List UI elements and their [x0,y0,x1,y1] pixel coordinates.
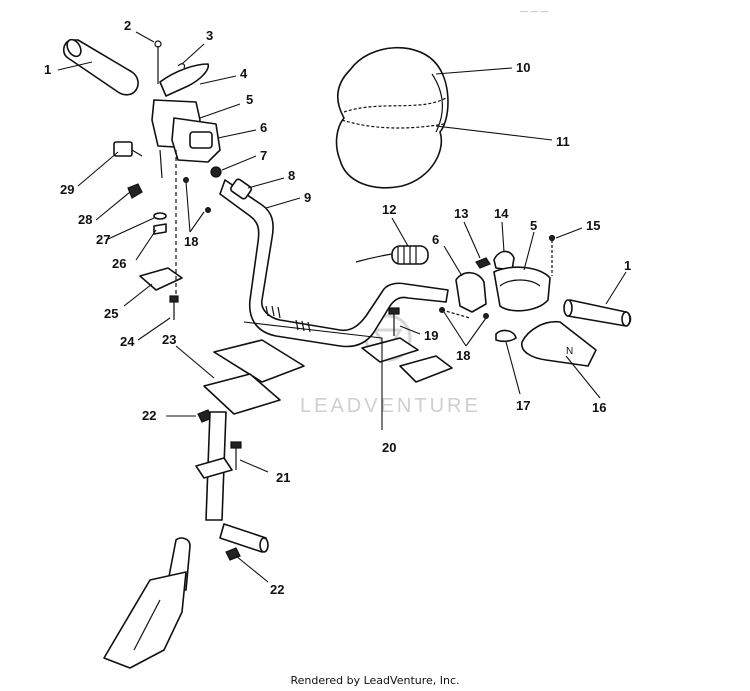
callout-1-left: 1 [44,62,51,77]
callout-2: 2 [124,18,131,33]
callout-18-left: 18 [184,234,198,249]
callout-29: 29 [60,182,74,197]
part-6-bracket-right [455,271,487,313]
right-grip [563,299,632,327]
left-grip [62,38,139,96]
part-17-clip [495,329,517,343]
part-19-screw [388,307,400,336]
callout-16: 16 [592,400,606,415]
callout-25: 25 [104,306,118,321]
corner-mark: — — — [520,7,548,16]
callout-5-right: 5 [530,218,537,233]
handlebar-pad [335,46,449,189]
callout-15: 15 [586,218,600,233]
svg-text:N: N [566,346,573,357]
callout-3: 3 [206,28,213,43]
part-5-housing-right [493,266,551,312]
clamp-group-bracket [243,321,383,430]
part-16-lever-bracket: N [521,320,597,367]
left-lever-part-4 [159,63,210,97]
part-3-clip [177,63,186,69]
callout-17: 17 [516,398,530,413]
callout-20: 20 [382,440,396,455]
callout-22-lower: 22 [270,582,284,597]
callout-23: 23 [162,332,176,347]
part-28-nut [127,183,143,199]
part-12-cable [355,245,429,265]
part-24-screw [169,295,179,320]
part-15-screw [548,234,556,276]
callout-27: 27 [96,232,110,247]
callout-28: 28 [78,212,92,227]
callout-9: 9 [304,190,311,205]
part-18-screw-left-b [205,207,212,214]
callout-22-upper: 22 [142,408,156,423]
part-23-lower-clamp [203,339,305,415]
callout-7: 7 [260,148,267,163]
callout-1-right: 1 [624,258,631,273]
callout-12: 12 [382,202,396,217]
part-20-upper-clamp [361,337,453,383]
part-7-plug [210,166,222,178]
part-18-screw-right-b [483,313,490,320]
callout-8: 8 [288,168,295,183]
callout-13: 13 [454,206,468,221]
callout-5-left: 5 [246,92,253,107]
callout-6-left: 6 [260,120,267,135]
leader-lines [57,31,627,583]
part-18-screw-left-a [183,177,190,184]
callout-21: 21 [276,470,290,485]
steering-shaft [219,523,269,553]
callout-labels: 1 2 3 4 5 6 7 8 9 10 11 12 13 14 15 6 5 … [44,18,631,597]
part-21-bolt [230,441,242,470]
callout-26: 26 [112,256,126,271]
left-throttle-housing [151,99,221,179]
callout-18-right: 18 [456,348,470,363]
steering-post [103,411,233,669]
part-8-sleeve [229,178,253,200]
callout-6-right: 6 [432,232,439,247]
callout-19: 19 [424,328,438,343]
render-credit: Rendered by LeadVenture, Inc. [290,674,460,687]
watermark-text: LEADVENTURE [300,395,481,417]
part-2-bolt-head [154,40,162,48]
part-29-switch [113,141,143,157]
callout-10: 10 [516,60,530,75]
callout-14: 14 [494,206,509,221]
part-26-clamp [153,223,167,235]
callout-4: 4 [240,66,248,81]
part-27-washer [153,212,167,220]
part-13-fitting [475,257,491,269]
callout-11: 11 [556,134,570,149]
callout-24: 24 [120,334,135,349]
